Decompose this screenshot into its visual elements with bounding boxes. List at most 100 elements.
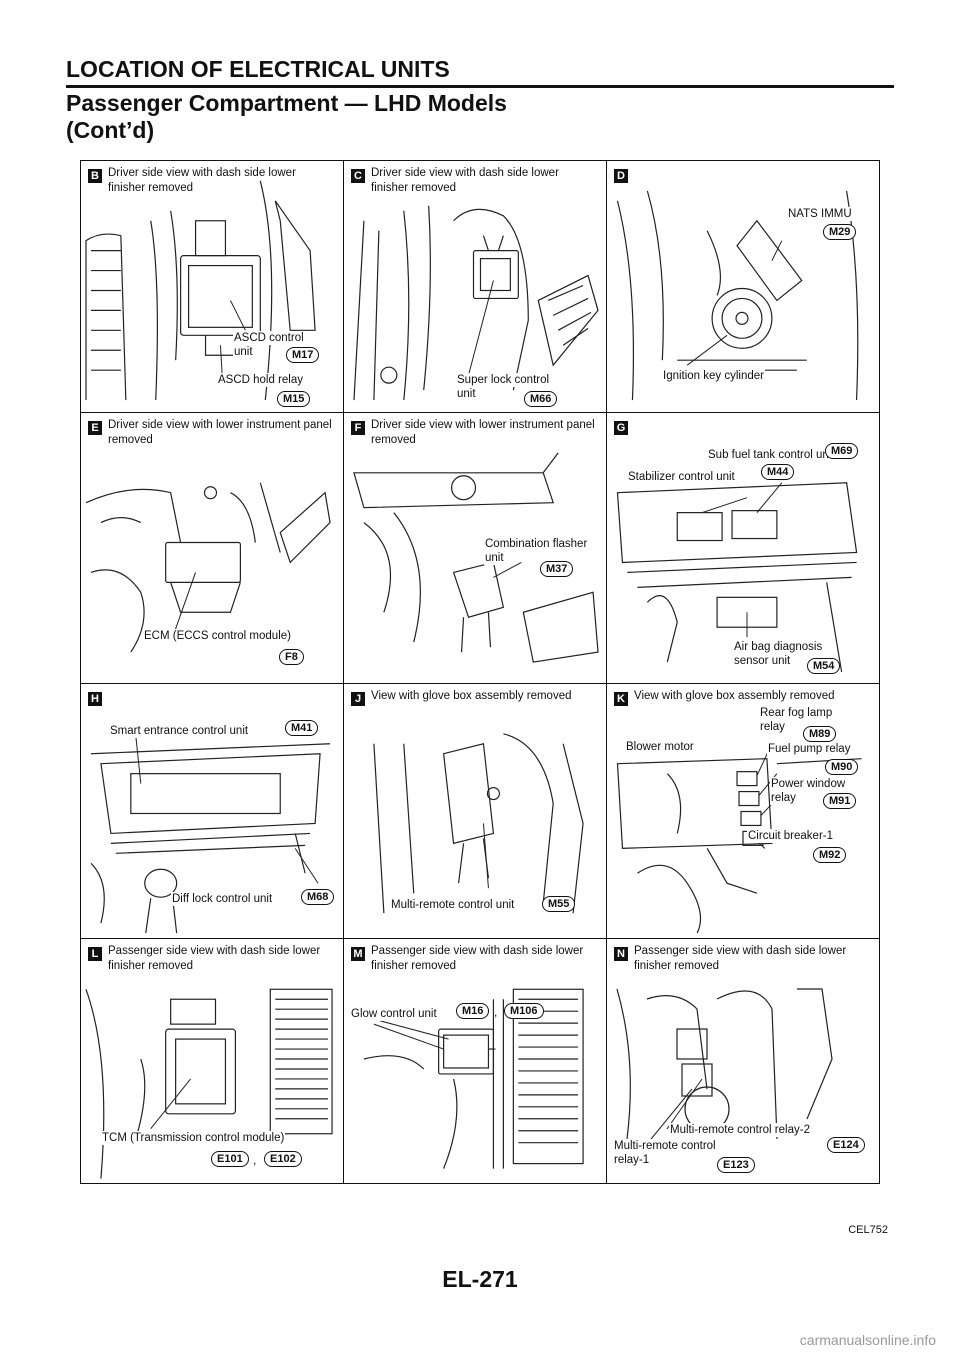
illustration-panel-h — [90, 735, 331, 934]
watermark: carmanualsonline.info — [799, 1332, 936, 1348]
panel-l: L Passenger side view with dash side low… — [81, 939, 344, 1183]
illustration-panel-g — [616, 482, 858, 673]
illustration-panel-e — [85, 482, 331, 653]
subtitle-line-1: Passenger Compartment — LHD Models — [66, 90, 507, 116]
connector-code: E102 — [264, 1151, 302, 1167]
label-relay: relay — [759, 720, 786, 734]
panel-caption: View with glove box assembly removed — [371, 690, 572, 702]
connector-code: M66 — [524, 391, 558, 407]
label-stabilizer-control: Stabilizer control unit — [627, 470, 736, 484]
label-combination-flasher: Combination flasher — [484, 537, 589, 551]
illustration-panel-j — [373, 733, 584, 914]
page-number: EL-271 — [442, 1266, 518, 1292]
subtitle-line-2: (Cont’d) — [66, 117, 155, 143]
label-super-lock-control: Super lock control — [456, 373, 551, 387]
label-unit: unit — [233, 345, 254, 359]
illustration-panel-f — [353, 452, 599, 663]
panel-letter: G — [614, 421, 628, 435]
panel-g: G Sub fuel tank control unit M69 Stabili… — [607, 413, 879, 684]
connector-code: E101 — [211, 1151, 249, 1167]
panel-c: C Driver side view with dash side lower … — [344, 161, 607, 413]
figure-grid: B Driver side view with dash side lower … — [80, 160, 880, 1184]
connector-code: M89 — [803, 726, 837, 742]
panel-letter: M — [351, 947, 365, 961]
connector-code: M90 — [825, 759, 859, 775]
code-separator: , — [253, 1153, 257, 1167]
panel-b: B Driver side view with dash side lower … — [81, 161, 344, 413]
illustration-panel-n — [616, 988, 833, 1145]
label-ignition-key-cylinder: Ignition key cylinder — [662, 369, 765, 383]
panel-letter: F — [351, 421, 365, 435]
label-unit: unit — [456, 387, 477, 401]
panel-caption: Passenger side view with dash side lower… — [371, 945, 584, 972]
panel-letter: C — [351, 169, 365, 183]
connector-code: F8 — [279, 649, 304, 665]
connector-code: M68 — [301, 889, 335, 905]
connector-code: M92 — [813, 847, 847, 863]
panel-letter: D — [614, 169, 628, 183]
panel-j: J View with glove box assembly removed M… — [344, 684, 607, 939]
panel-letter: N — [614, 947, 628, 961]
label-diff-lock: Diff lock control unit — [171, 892, 274, 906]
label-sensor-unit: sensor unit — [733, 654, 792, 668]
section-title: LOCATION OF ELECTRICAL UNITS — [66, 56, 894, 88]
label-power-window: Power window — [770, 777, 847, 791]
connector-code: M37 — [540, 561, 574, 577]
label-rear-fog-lamp: Rear fog lamp — [759, 706, 834, 720]
label-relay: relay — [770, 791, 797, 805]
connector-code: E123 — [717, 1157, 755, 1173]
label-smart-entrance: Smart entrance control unit — [109, 724, 250, 738]
connector-code: M91 — [823, 793, 857, 809]
label-glow-control-unit: Glow control unit — [350, 1007, 438, 1021]
panel-caption: Driver side view with lower instrument p… — [108, 419, 332, 446]
illustration-panel-k — [616, 743, 862, 934]
panel-caption: Driver side view with lower instrument p… — [371, 419, 595, 446]
label-air-bag-diagnosis: Air bag diagnosis — [733, 640, 824, 654]
connector-code: M17 — [286, 347, 320, 363]
illustration-panel-m — [363, 988, 584, 1169]
label-fuel-pump-relay: Fuel pump relay — [767, 742, 852, 756]
label-sub-fuel-tank: Sub fuel tank control unit — [707, 448, 836, 462]
label-tcm: TCM (Transmission control module) — [101, 1131, 286, 1145]
label-multi-remote-control-unit: Multi-remote control unit — [390, 898, 516, 912]
connector-code: M69 — [825, 443, 859, 459]
illustration-panel-c — [353, 205, 599, 401]
connector-code: M55 — [542, 896, 576, 912]
panel-m: M Passenger side view with dash side low… — [344, 939, 607, 1183]
panel-letter: B — [88, 169, 102, 183]
panel-d: D NATS IMMU M29 Ignition key cylinder — [607, 161, 879, 413]
label-unit: unit — [484, 551, 505, 565]
figure-id: CEL752 — [848, 1224, 888, 1236]
panel-letter: E — [88, 421, 102, 435]
panel-n: N Passenger side view with dash side low… — [607, 939, 879, 1183]
panel-letter: K — [614, 692, 628, 706]
connector-code: M29 — [823, 224, 857, 240]
panel-e: E Driver side view with lower instrument… — [81, 413, 344, 684]
label-multi-remote-relay-2: Multi-remote control relay-2 — [669, 1123, 811, 1137]
illustration-panel-l — [85, 988, 333, 1179]
label-ascd-control: ASCD control — [233, 331, 305, 345]
label-relay-1: relay-1 — [613, 1153, 651, 1167]
panel-letter: L — [88, 947, 102, 961]
label-nats-immu: NATS IMMU — [787, 207, 853, 221]
label-ascd-hold-relay: ASCD hold relay — [217, 373, 305, 387]
code-separator: , — [494, 1005, 498, 1019]
label-blower-motor: Blower motor — [625, 740, 695, 754]
panel-caption: Driver side view with dash side lower fi… — [371, 167, 559, 194]
panel-f: F Driver side view with lower instrument… — [344, 413, 607, 684]
panel-k: K View with glove box assembly removed R… — [607, 684, 879, 939]
page-subtitle: Passenger Compartment — LHD Models (Cont… — [66, 90, 894, 144]
connector-code: E124 — [827, 1137, 865, 1153]
panel-caption: Passenger side view with dash side lower… — [634, 945, 847, 972]
label-multi-remote-control: Multi-remote control — [613, 1139, 717, 1153]
panel-caption: Passenger side view with dash side lower… — [108, 945, 321, 972]
panel-letter: H — [88, 692, 102, 706]
connector-code: M54 — [807, 658, 841, 674]
label-ecm: ECM (ECCS control module) — [143, 629, 292, 643]
connector-code: M44 — [761, 464, 795, 480]
panel-caption: Driver side view with dash side lower fi… — [108, 167, 296, 194]
panel-h: H Smart entrance control unit M41 Diff l… — [81, 684, 344, 939]
panel-caption: View with glove box assembly removed — [634, 690, 835, 702]
connector-code: M106 — [504, 1003, 544, 1019]
connector-code: M16 — [456, 1003, 490, 1019]
